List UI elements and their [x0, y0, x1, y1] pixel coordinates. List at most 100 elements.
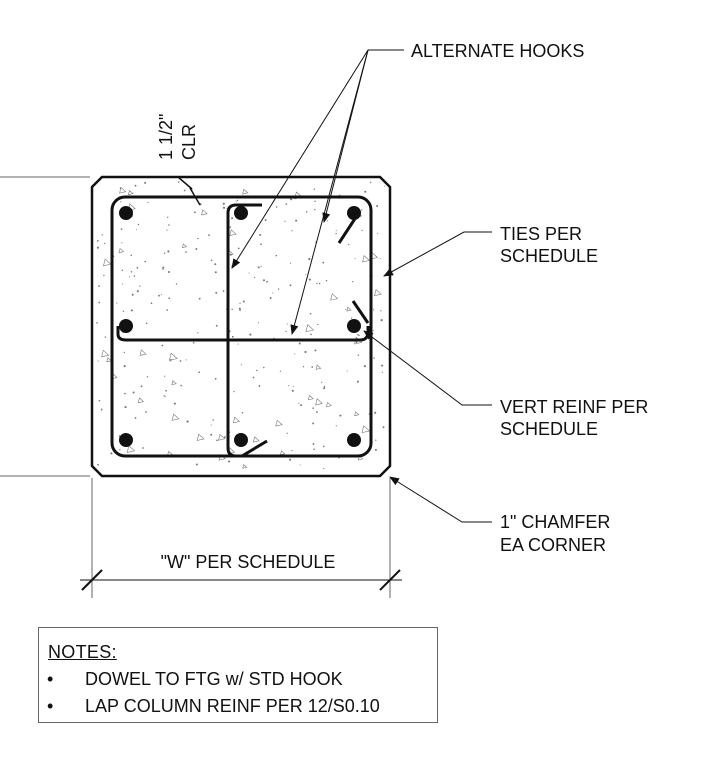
hatch-aggregate [252, 436, 260, 443]
hatch-dot [208, 234, 210, 236]
hatch-dot [103, 242, 106, 245]
rebar [234, 433, 248, 447]
hook-right-middle [351, 300, 370, 324]
chamfer-leader [389, 476, 492, 523]
vert-reinf-label-2: SCHEDULE [500, 419, 598, 439]
hatch-aggregate [128, 189, 134, 196]
hatch-aggregate [196, 433, 205, 441]
hatch-dot [314, 200, 316, 203]
vertical-bars [119, 206, 361, 447]
cross-tie-vertical [226, 203, 262, 458]
hatch-aggregate [315, 398, 323, 406]
hatch-dot [180, 384, 183, 387]
hatch-dot [132, 391, 135, 394]
hatch-dot [384, 185, 386, 187]
hatch-dot [150, 302, 153, 305]
hatch-dot [288, 385, 290, 387]
clear-cover-tick [177, 176, 193, 190]
hatch-dot [277, 288, 280, 290]
note-text: LAP COLUMN REINF PER 12/S0.10 [85, 696, 380, 716]
hatch-dot [215, 324, 218, 327]
hatch-aggregate [182, 243, 187, 248]
column-outline [90, 175, 392, 478]
rebar [347, 433, 361, 447]
hatch-dot [295, 219, 298, 222]
hatch-dot [101, 408, 103, 410]
vert-reinf-leader [363, 330, 492, 406]
hatch-dot [214, 271, 217, 274]
ties-label-2: SCHEDULE [500, 246, 598, 266]
alternate-hooks-arrow-3 [290, 49, 369, 335]
hatch-dot [197, 237, 199, 240]
hatch-dot [313, 448, 315, 450]
hatch-aggregate [232, 416, 241, 424]
hatch-dot [210, 433, 213, 436]
hatch-dot [139, 285, 141, 287]
hatch-dot [142, 447, 144, 449]
hatch-dot [120, 228, 123, 230]
hatch-dot [314, 209, 316, 211]
hatch-dot [358, 334, 360, 337]
hatch-dot [289, 458, 292, 461]
hatch-dot [302, 366, 305, 368]
hatch-dot [128, 276, 131, 278]
hatch-dot [195, 248, 198, 250]
hatch-dot [160, 294, 162, 296]
hatch-dot [124, 406, 127, 409]
hatch-dot [198, 371, 201, 374]
hatch-dot [241, 411, 244, 414]
concrete-hatch [96, 181, 386, 470]
hatch-dot [292, 385, 294, 387]
hatch-dot [316, 282, 318, 285]
hatch-dot [145, 322, 148, 325]
hatch-dot [298, 402, 300, 404]
hatch-dot [257, 322, 260, 324]
hatch-dot [380, 310, 382, 312]
hatch-aggregate [325, 401, 332, 408]
hatch-dot [210, 259, 213, 262]
hatch-dot [291, 389, 294, 392]
clear-cover-tick [189, 187, 201, 206]
hatch-dot [258, 385, 261, 387]
hatch-dot [323, 387, 326, 390]
hatch-dot [175, 283, 178, 285]
hatch-dot [98, 285, 100, 287]
hatch-dot [291, 230, 293, 232]
hatch-dot [364, 190, 367, 193]
hatch-dot [312, 407, 315, 409]
hatch-dot [264, 219, 267, 222]
hatch-dot [357, 333, 359, 336]
hatch-dot [146, 376, 149, 378]
hatch-dot [304, 350, 307, 354]
hatch-dot [163, 395, 165, 397]
hatch-aggregate [330, 293, 339, 301]
hatch-dot [305, 273, 307, 276]
hatch-dot [163, 252, 166, 254]
rebar [119, 319, 133, 333]
hatch-dot [167, 216, 169, 218]
hatch-dot [231, 308, 233, 311]
hatch-dot [140, 385, 143, 388]
hatch-dot [137, 223, 140, 226]
hatch-dot [123, 351, 126, 354]
hatch-dot [326, 220, 328, 222]
hatch-aggregate [362, 255, 371, 263]
hatch-dot [96, 240, 99, 242]
hatch-dot [339, 414, 342, 417]
hatch-dot [308, 258, 311, 261]
hatch-dot [110, 452, 113, 455]
hatch-dot [376, 205, 379, 207]
hatch-dot [144, 260, 146, 263]
hatch-dot [363, 365, 366, 368]
hatch-aggregate [242, 188, 249, 195]
hatch-dot [252, 376, 255, 379]
hatch-dot [300, 404, 303, 407]
hatch-dot [305, 211, 308, 213]
hatch-dot [216, 439, 218, 442]
hatch-dot [321, 381, 323, 383]
hatch-dot [285, 203, 288, 205]
hatch-aggregate [307, 394, 314, 401]
hook-bottom-middle [241, 439, 268, 458]
hatch-dot [275, 206, 278, 208]
